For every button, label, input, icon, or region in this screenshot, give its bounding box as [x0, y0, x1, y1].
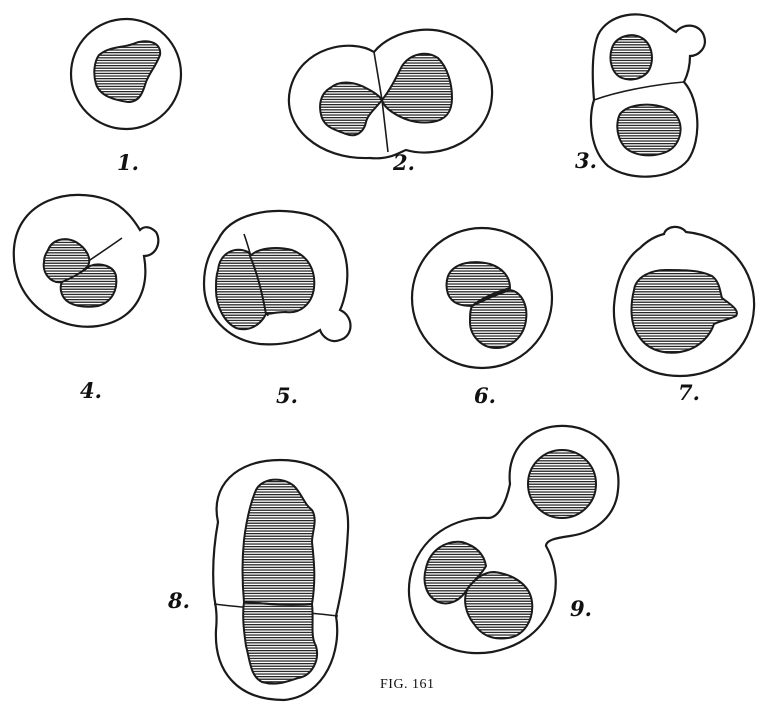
figure-label-1: 1. — [117, 150, 139, 175]
nucleus-8a — [243, 480, 315, 605]
nucleus-3a — [610, 35, 651, 79]
cell-figure-1 — [71, 19, 181, 129]
nucleus-8b — [243, 602, 317, 684]
cell-figure-2 — [289, 30, 492, 159]
cell-figure-7 — [614, 227, 754, 376]
cell-figure-4 — [14, 195, 159, 327]
nucleus-9a — [528, 450, 596, 518]
figure-label-3: 3. — [575, 148, 597, 173]
cell-figure-5 — [204, 211, 351, 344]
cell-figure-3 — [591, 14, 705, 176]
figure-label-4: 4. — [80, 378, 102, 403]
figure-label-8: 8. — [168, 588, 190, 613]
cell-figure-6 — [412, 228, 552, 368]
figure-label-2: 2. — [393, 150, 415, 175]
figure-label-5: 5. — [276, 383, 298, 408]
figure-caption: FIG. 161 — [380, 677, 435, 693]
cell-figure-8 — [213, 460, 348, 700]
figure-label-9: 9. — [570, 596, 592, 621]
figure-label-7: 7. — [678, 380, 700, 405]
nucleus-3b — [617, 105, 680, 156]
figure-label-6: 6. — [474, 383, 496, 408]
